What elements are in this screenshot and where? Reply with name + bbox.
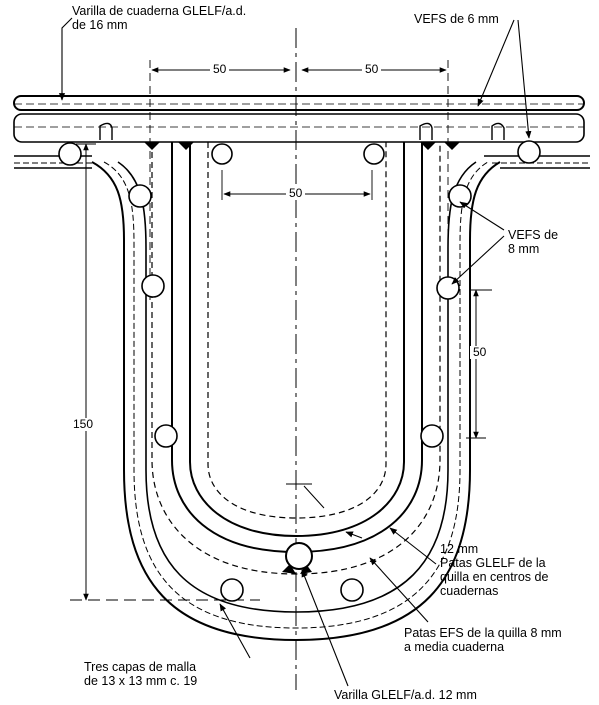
label-keel-bar: Varilla GLELF/a.d. 12 mm <box>334 688 477 702</box>
dimension-top-right: 50 <box>362 63 382 76</box>
label-vefs-8mm: VEFS de 8 mm <box>508 228 559 256</box>
dimension-lines <box>76 67 492 601</box>
label-vefs-6mm: VEFS de 6 mm <box>414 12 499 26</box>
dimension-middle: 50 <box>286 187 306 200</box>
reference-lines <box>70 28 449 690</box>
label-keel-legs: 12 mm Patas GLELF de la quilla en centro… <box>440 542 549 598</box>
label-efs-legs: Patas EFS de la quilla 8 mm a media cuad… <box>404 626 562 654</box>
label-mesh: Tres capas de malla de 13 x 13 mm c. 19 <box>84 660 198 688</box>
leg-loops <box>99 122 505 140</box>
leader-lines <box>58 17 532 687</box>
rods <box>58 140 541 602</box>
dimension-right-side: 50 <box>470 346 490 359</box>
dimension-top-left: 50 <box>210 63 230 76</box>
dimension-height: 150 <box>70 418 97 431</box>
label-frame-bar: Varilla de cuaderna GLELF/a.d. de 16 mm <box>72 4 247 32</box>
welds <box>144 142 460 574</box>
frame-bar <box>13 95 590 169</box>
